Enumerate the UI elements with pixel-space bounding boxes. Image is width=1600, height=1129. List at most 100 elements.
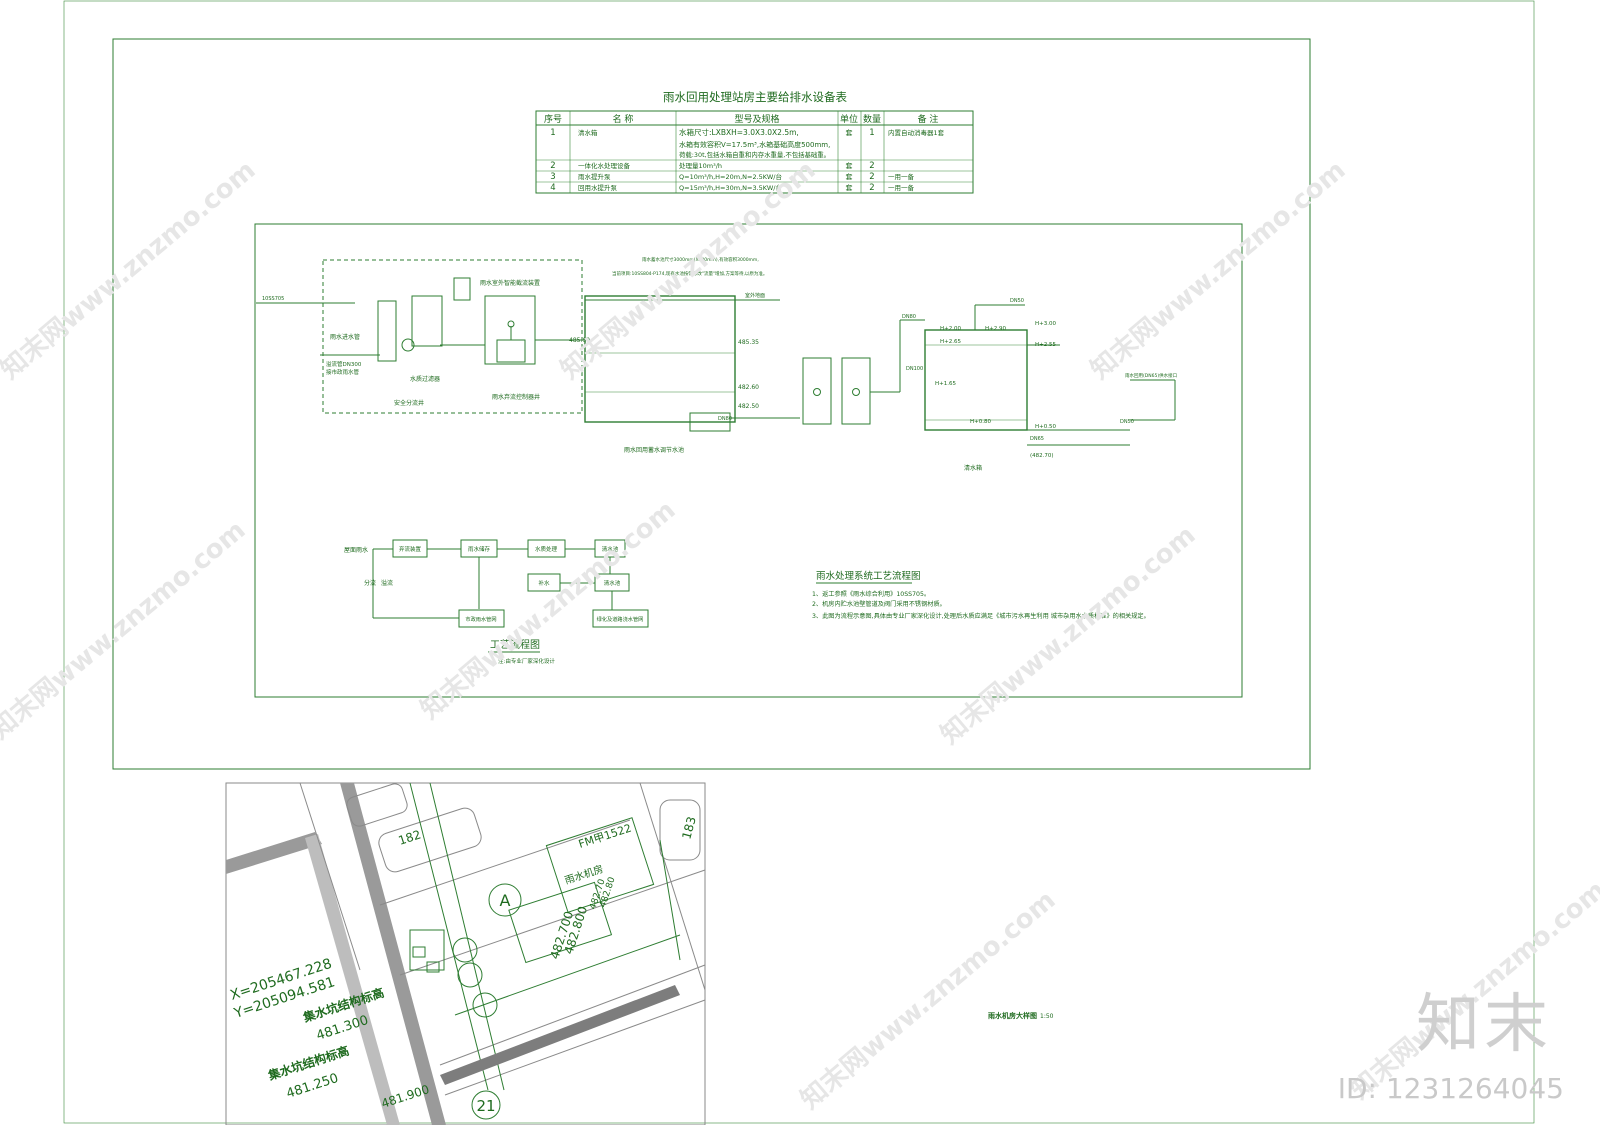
spot-182: 182 bbox=[397, 827, 423, 847]
row4-name: 回用水提升泵 bbox=[578, 183, 618, 192]
flow-box-3-label: 水质处理 bbox=[535, 545, 558, 553]
flow-box-5-label: 补水 bbox=[538, 579, 550, 587]
row1-note: 内置自动消毒器1套 bbox=[888, 128, 945, 137]
row2-unit: 套 bbox=[846, 161, 853, 170]
dn50-label-1: DN50 bbox=[1010, 298, 1024, 304]
equipment-table: 雨水回用处理站房主要给排水设备表 序号 名 称 型号及规格 单位 数量 备 注 … bbox=[535, 90, 974, 194]
row3-name: 雨水提升泵 bbox=[578, 172, 611, 181]
outer-frame bbox=[63, 0, 1535, 1124]
row2-name: 一体化水处理设备 bbox=[578, 161, 631, 170]
row3-qty: 2 bbox=[869, 172, 874, 182]
th-note: 备 注 bbox=[918, 113, 939, 125]
clear-tank-label: 清水箱 bbox=[964, 464, 982, 472]
system-note-3: 3、此图为流程示意图,具体由专业厂家深化设计,处理后水质应满足《城市污水再生利用… bbox=[812, 612, 1150, 620]
control-device bbox=[496, 339, 526, 363]
watermark-6: 知末网www.znzmo.com bbox=[935, 520, 1201, 750]
row3-spec: Q=10m³/h,H=20m,N=2.5KW/台 bbox=[679, 172, 782, 181]
th-spec: 型号及规格 bbox=[734, 113, 779, 125]
flow-box-4-label: 清水池 bbox=[602, 545, 619, 553]
split-well bbox=[377, 300, 397, 362]
axis-bubble-21 bbox=[471, 1090, 501, 1120]
flow-side-2: 溢流 bbox=[381, 579, 393, 587]
flow-side-1: 分流 bbox=[364, 579, 376, 587]
system-note-2: 2、机房内贮水池壁管道及阀门采用不锈钢材质。 bbox=[812, 600, 946, 608]
flow-box-6-label: 清水池 bbox=[604, 579, 621, 587]
table-title: 雨水回用处理站房主要给排水设备表 bbox=[663, 90, 847, 104]
row1-spec-1: 水箱尺寸:LXBXH=3.0X3.0X2.5m, bbox=[679, 127, 799, 137]
door-tag: FM甲1522 bbox=[577, 822, 633, 851]
plan-wall-thick bbox=[340, 783, 446, 1125]
flow-box-7 bbox=[458, 609, 505, 628]
system-frame bbox=[254, 223, 1243, 698]
control-box-label: 雨水室外智能截流装置 bbox=[480, 279, 540, 287]
control-well bbox=[484, 295, 536, 365]
control-well-label: 雨水弃流控制器井 bbox=[492, 393, 540, 401]
watermark-4: 知末网www.znzmo.com bbox=[0, 515, 251, 745]
th-unit: 单位 bbox=[840, 113, 858, 125]
dn100-label: DN100 bbox=[906, 366, 923, 372]
pretreatment-section: 10SS705 雨水进水管 溢流管DN300 接市政雨水管 水质过滤器 安全分流… bbox=[256, 259, 583, 414]
overflow-label: 溢流管DN300 bbox=[326, 360, 362, 368]
spot-183: 183 bbox=[679, 815, 698, 841]
filter-well bbox=[411, 295, 443, 347]
row3-note: 一用一备 bbox=[888, 172, 915, 181]
ground-label: 室外地面 bbox=[745, 292, 765, 299]
car-outline bbox=[378, 807, 482, 873]
dn50-label-2: DN50 bbox=[1120, 419, 1134, 425]
row4-note: 一用一备 bbox=[888, 183, 915, 192]
elev-482-50: 482.50 bbox=[738, 403, 759, 410]
treatment-units: DN80 bbox=[730, 314, 925, 425]
watermark-7: 知末网www.znzmo.com bbox=[795, 885, 1061, 1115]
split-well-label: 安全分流井 bbox=[394, 399, 424, 407]
flow-box-8-label: 绿化及道路浇水管网 bbox=[597, 615, 644, 623]
watermark-3: 知末网www.znzmo.com bbox=[1085, 155, 1351, 385]
brand-logo: 知末 bbox=[1416, 988, 1552, 1062]
row4-no: 4 bbox=[550, 183, 555, 193]
flow-subtitle: 注:由专业厂家深化设计 bbox=[498, 657, 555, 665]
row1-spec-2: 水箱有效容积V=17.5m³,水箱基础高度500mm, bbox=[679, 140, 830, 149]
row2-qty: 2 bbox=[869, 161, 874, 171]
row1-spec-3: 荷载:30t,包括水箱自重和内存水重量,不包括基础重。 bbox=[679, 150, 830, 159]
h-0-50: H+0.50 bbox=[1035, 424, 1056, 430]
row1-unit: 套 bbox=[846, 128, 853, 137]
flow-source: 屋面雨水 bbox=[344, 546, 368, 554]
h-2-55: H+2.55 bbox=[1035, 342, 1056, 348]
row1-name: 清水箱 bbox=[578, 128, 598, 137]
h-3-00: H+3.00 bbox=[1035, 321, 1056, 327]
flow-title: 工艺流程图 bbox=[490, 638, 540, 651]
elev-482-70: (482.70) bbox=[1030, 453, 1054, 459]
treatment-unit-1 bbox=[802, 357, 832, 425]
row4-qty: 2 bbox=[869, 183, 874, 193]
flow-box-2-label: 雨水储存 bbox=[468, 545, 491, 553]
process-flow: 屋面雨水 分流 溢流 弃流装置 雨水储存 水质处理 清水池 补水 清水池 市政雨… bbox=[344, 539, 649, 665]
reuse-outlet-label: 雨水回用(DN65)供水接口 bbox=[1125, 372, 1177, 379]
plan-scale: 1:50 bbox=[1040, 1013, 1054, 1020]
row1-no: 1 bbox=[550, 128, 555, 138]
storage-tank: 雨水蓄水池尺寸3000mm(X800mm),有效容积3000mm, 当前项目:1… bbox=[569, 256, 780, 454]
row2-no: 2 bbox=[550, 161, 555, 171]
h-0-80: H+0.80 bbox=[970, 419, 991, 425]
axis-bubble-a bbox=[488, 883, 522, 917]
sump-label-b: 集水坑结构标高 bbox=[265, 1043, 350, 1084]
row3-unit: 套 bbox=[846, 172, 853, 181]
watermark-1: 知末网www.znzmo.com bbox=[0, 155, 261, 385]
dn65-label: DN65 bbox=[1030, 436, 1044, 442]
table-border bbox=[535, 110, 974, 194]
clear-tank-outline bbox=[924, 329, 1028, 431]
h-2-00: H+2.00 bbox=[940, 326, 961, 332]
axis-a: A bbox=[500, 891, 511, 910]
treatment-unit-2 bbox=[841, 357, 871, 425]
flow-box-1-label: 弃流装置 bbox=[399, 545, 422, 553]
clear-water-tank: DN50 DN100 DN50 DN65 雨水回用(DN65)供水接口 清水箱 … bbox=[906, 298, 1177, 472]
th-name: 名 称 bbox=[613, 113, 634, 125]
th-qty: 数量 bbox=[863, 113, 881, 125]
h-2-90: H+2.90 bbox=[985, 326, 1006, 332]
system-note-1: 1、返工参照《雨水综合利用》10SS705。 bbox=[812, 590, 930, 598]
tank-outline bbox=[584, 295, 736, 423]
th-no: 序号 bbox=[544, 113, 562, 125]
row4-unit: 套 bbox=[846, 183, 853, 192]
row4-spec: Q=15m³/h,H=30m,N=3.5KW/台 bbox=[679, 183, 782, 192]
upper-frame bbox=[112, 38, 1311, 770]
